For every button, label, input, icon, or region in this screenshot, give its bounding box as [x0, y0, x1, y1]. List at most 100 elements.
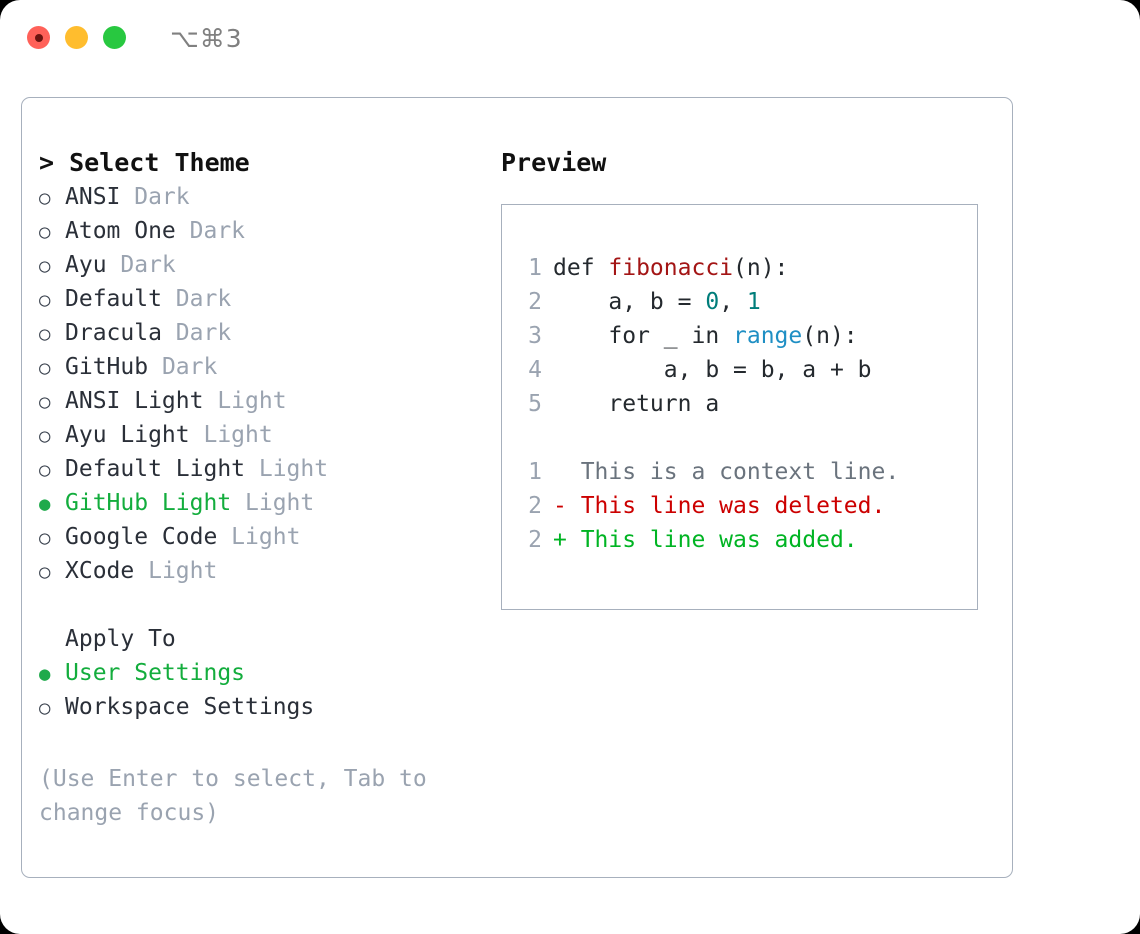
line-number: 1	[528, 255, 542, 281]
theme-name: ANSI Light	[65, 388, 204, 414]
apply-to-option[interactable]: ● User Settings	[39, 656, 489, 690]
line-number: 1	[528, 459, 542, 485]
apply-to-heading: ○ Apply To	[39, 622, 489, 656]
theme-list-item[interactable]: ● GitHub Light Light	[39, 486, 489, 520]
theme-variant-label: Light	[231, 490, 315, 516]
token-plain: ,	[719, 289, 747, 315]
radio-unselected-icon[interactable]: ○	[39, 561, 51, 583]
maximize-button[interactable]	[103, 26, 126, 49]
radio-unselected-icon[interactable]: ○	[39, 697, 51, 719]
radio-unselected-icon[interactable]: ○	[39, 527, 51, 549]
radio-selected-icon[interactable]: ●	[39, 493, 51, 515]
section-spacer	[39, 588, 489, 622]
radio-unselected-icon[interactable]: ○	[39, 459, 51, 481]
code-line: 4 a, b = b, a + b	[516, 353, 899, 387]
minimize-button[interactable]	[65, 26, 88, 49]
code-line: 5 return a	[516, 387, 899, 421]
radio-unselected-icon[interactable]: ○	[39, 289, 51, 311]
radio-unselected-icon[interactable]: ○	[39, 391, 51, 413]
theme-variant-label: Dark	[161, 320, 232, 346]
theme-name: Default	[65, 286, 162, 312]
theme-list[interactable]: ○ ANSI Dark ○ Atom One Dark ○ Ayu Dark ○ Defaul…	[39, 180, 489, 588]
theme-list-item[interactable]: ○ Default Light Light	[39, 452, 489, 486]
token-builtin: range	[733, 323, 803, 349]
keyboard-shortcut-label: ⌥⌘3	[170, 24, 243, 53]
theme-name: XCode	[65, 558, 135, 584]
theme-list-item[interactable]: ○ANSI Dark	[39, 180, 489, 214]
token-func: fibonacci	[608, 255, 734, 281]
code-line-text: return a	[553, 387, 719, 421]
theme-name: GitHub Light	[65, 490, 232, 516]
code-line-text: a, b = 0, 1	[553, 285, 761, 319]
radio-unselected-icon[interactable]: ○	[39, 357, 51, 379]
apply-to-list[interactable]: ● User Settings ○ Workspace Settings	[39, 656, 489, 724]
code-line: 1 def fibonacci(n):	[516, 251, 899, 285]
radio-unselected-icon[interactable]: ○	[39, 323, 51, 345]
theme-name: Dracula	[65, 320, 162, 346]
theme-list-item[interactable]: ○ ANSI Light Light	[39, 384, 489, 418]
token-plain: (n):	[733, 255, 789, 281]
line-number: 2	[528, 493, 542, 519]
apply-to-option-label: Workspace Settings	[65, 694, 315, 720]
theme-name: Default Light	[65, 456, 246, 482]
radio-unselected-icon[interactable]: ○	[39, 187, 51, 209]
theme-list-item[interactable]: ○ Default Dark	[39, 282, 489, 316]
traffic-lights	[27, 26, 126, 49]
token-num: 1	[746, 289, 761, 315]
theme-list-item[interactable]: ○XCode Light	[39, 554, 489, 588]
line-number: 2	[528, 289, 542, 315]
diff-line: 2 + This line was added.	[516, 523, 899, 557]
theme-list-item[interactable]: ○ Ayu Light Light	[39, 418, 489, 452]
theme-name: Google Code	[65, 524, 218, 550]
code-line-text: def fibonacci(n):	[553, 251, 788, 285]
theme-name: GitHub	[65, 354, 149, 380]
preview-heading: Preview	[501, 148, 607, 177]
code-line-text: - This line was deleted.	[553, 489, 885, 523]
token-plain: return a	[553, 391, 720, 417]
radio-unselected-icon[interactable]: ○	[39, 425, 51, 447]
theme-variant-label: Dark	[175, 218, 246, 244]
code-line-text: + This line was added.	[553, 523, 858, 557]
radio-unselected-icon[interactable]: ○	[39, 221, 51, 243]
token-plain: (n):	[802, 323, 858, 349]
close-button[interactable]	[27, 26, 50, 49]
theme-name: Ayu	[65, 252, 107, 278]
apply-to-option[interactable]: ○ Workspace Settings	[39, 690, 489, 724]
theme-list-item[interactable]: ○ Dracula Dark	[39, 316, 489, 350]
blank-marker: ○	[39, 623, 65, 657]
theme-picker-card: > Select Theme ○ANSI Dark○Atom One Dark○…	[21, 97, 1013, 878]
code-spacer	[516, 421, 899, 455]
apply-to-option-label: User Settings	[65, 660, 246, 686]
theme-variant-label: Dark	[106, 252, 176, 278]
code-line: 2 a, b = 0, 1	[516, 285, 899, 319]
theme-variant-label: Dark	[161, 286, 232, 312]
line-number: 3	[528, 323, 542, 349]
theme-name: Ayu Light	[65, 422, 190, 448]
theme-name: Atom One	[65, 218, 176, 244]
theme-list-item[interactable]: ○ Atom One Dark	[39, 214, 489, 248]
token-num: 0	[705, 289, 720, 315]
theme-variant-label: Light	[189, 422, 273, 448]
theme-list-item[interactable]: ○GitHub Dark	[39, 350, 489, 384]
theme-variant-label: Light	[217, 524, 301, 550]
theme-variant-label: Light	[245, 456, 329, 482]
token-del: - This line was deleted.	[553, 493, 886, 519]
radio-selected-icon[interactable]: ●	[39, 663, 51, 685]
token-add: + This line was added.	[553, 527, 858, 553]
code-line-text: a, b = b, a + b	[553, 353, 872, 387]
keyboard-hint-text: (Use Enter to select, Tab to change focu…	[39, 766, 441, 826]
theme-variant-label: Light	[203, 388, 287, 414]
title-bar: ⌥⌘3	[0, 0, 1140, 78]
radio-unselected-icon[interactable]: ○	[39, 255, 51, 277]
token-plain: a, b =	[553, 289, 706, 315]
theme-list-item[interactable]: ○ Google Code Light	[39, 520, 489, 554]
line-number: 2	[528, 527, 542, 553]
theme-name: ANSI	[65, 184, 121, 210]
select-theme-heading: > Select Theme	[39, 148, 250, 177]
theme-list-item[interactable]: ○ Ayu Dark	[39, 248, 489, 282]
line-number: 4	[528, 357, 542, 383]
token-plain: for _ in	[553, 323, 734, 349]
